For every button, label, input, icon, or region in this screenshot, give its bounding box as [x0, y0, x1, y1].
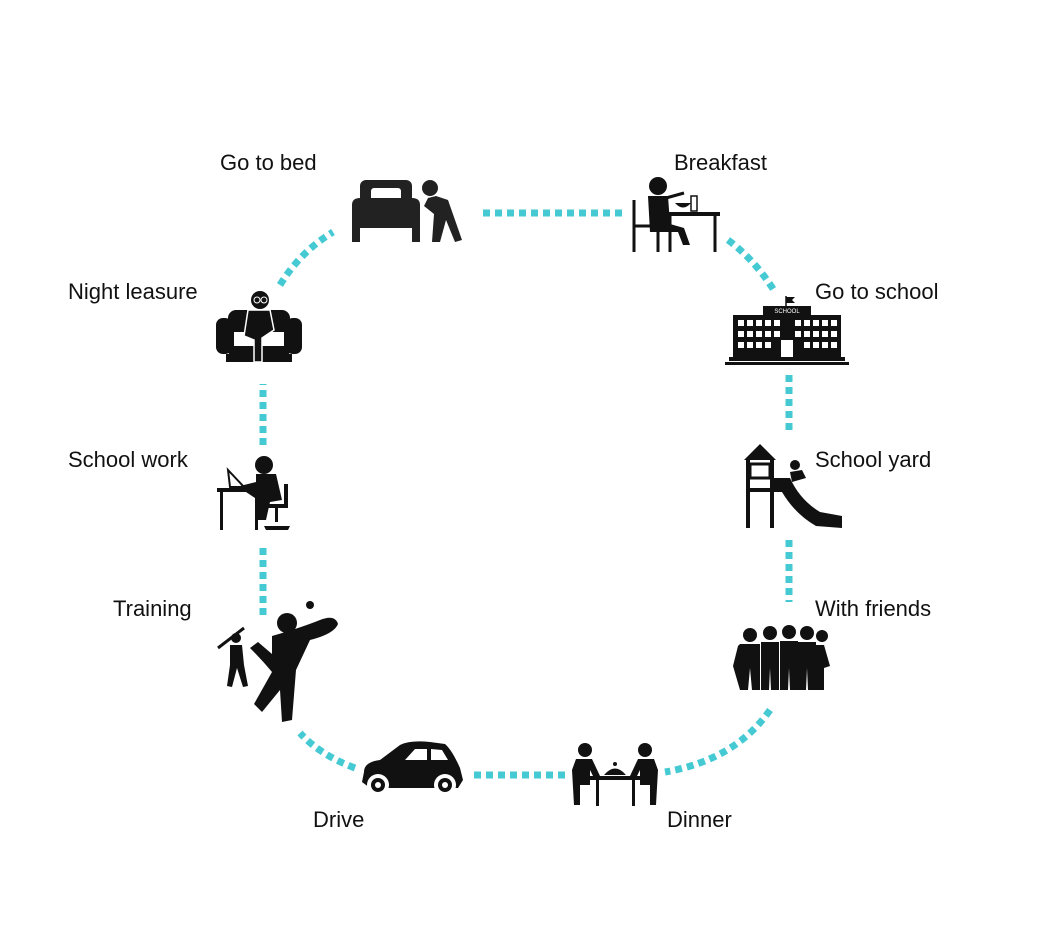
step-label-dinner: Dinner: [667, 807, 732, 832]
connector-breakfast-school: [725, 237, 778, 294]
playground-slide-icon: [744, 444, 842, 528]
step-label-go-to-school: Go to school: [815, 279, 939, 304]
step-label-night-leasure: Night leasure: [68, 279, 198, 304]
bed-icon: [352, 180, 462, 242]
step-label-breakfast: Breakfast: [674, 150, 767, 175]
connector-friends-dinner: [664, 707, 773, 776]
school-building-icon: SCHOOL: [725, 296, 849, 365]
desk-study-icon: [217, 456, 290, 530]
step-label-training: Training: [113, 596, 192, 621]
step-label-with-friends: With friends: [815, 596, 932, 621]
armchair-reading-icon: [216, 291, 302, 363]
connector-drive-training: [297, 730, 357, 772]
breakfast-icon: [632, 177, 720, 252]
friends-group-icon: [733, 625, 830, 690]
step-label-go-to-bed: Go to bed: [220, 150, 317, 175]
step-label-school-work: School work: [68, 447, 188, 472]
cycle-connectors: [259, 209, 793, 779]
connector-night-bed: [277, 229, 335, 287]
step-label-school-yard: School yard: [815, 447, 932, 472]
sports-training-icon: [217, 601, 338, 722]
step-label-drive: Drive: [313, 807, 365, 832]
dinner-table-icon: [572, 743, 658, 806]
car-icon: [362, 741, 463, 796]
school-sign-text: SCHOOL: [774, 309, 800, 315]
